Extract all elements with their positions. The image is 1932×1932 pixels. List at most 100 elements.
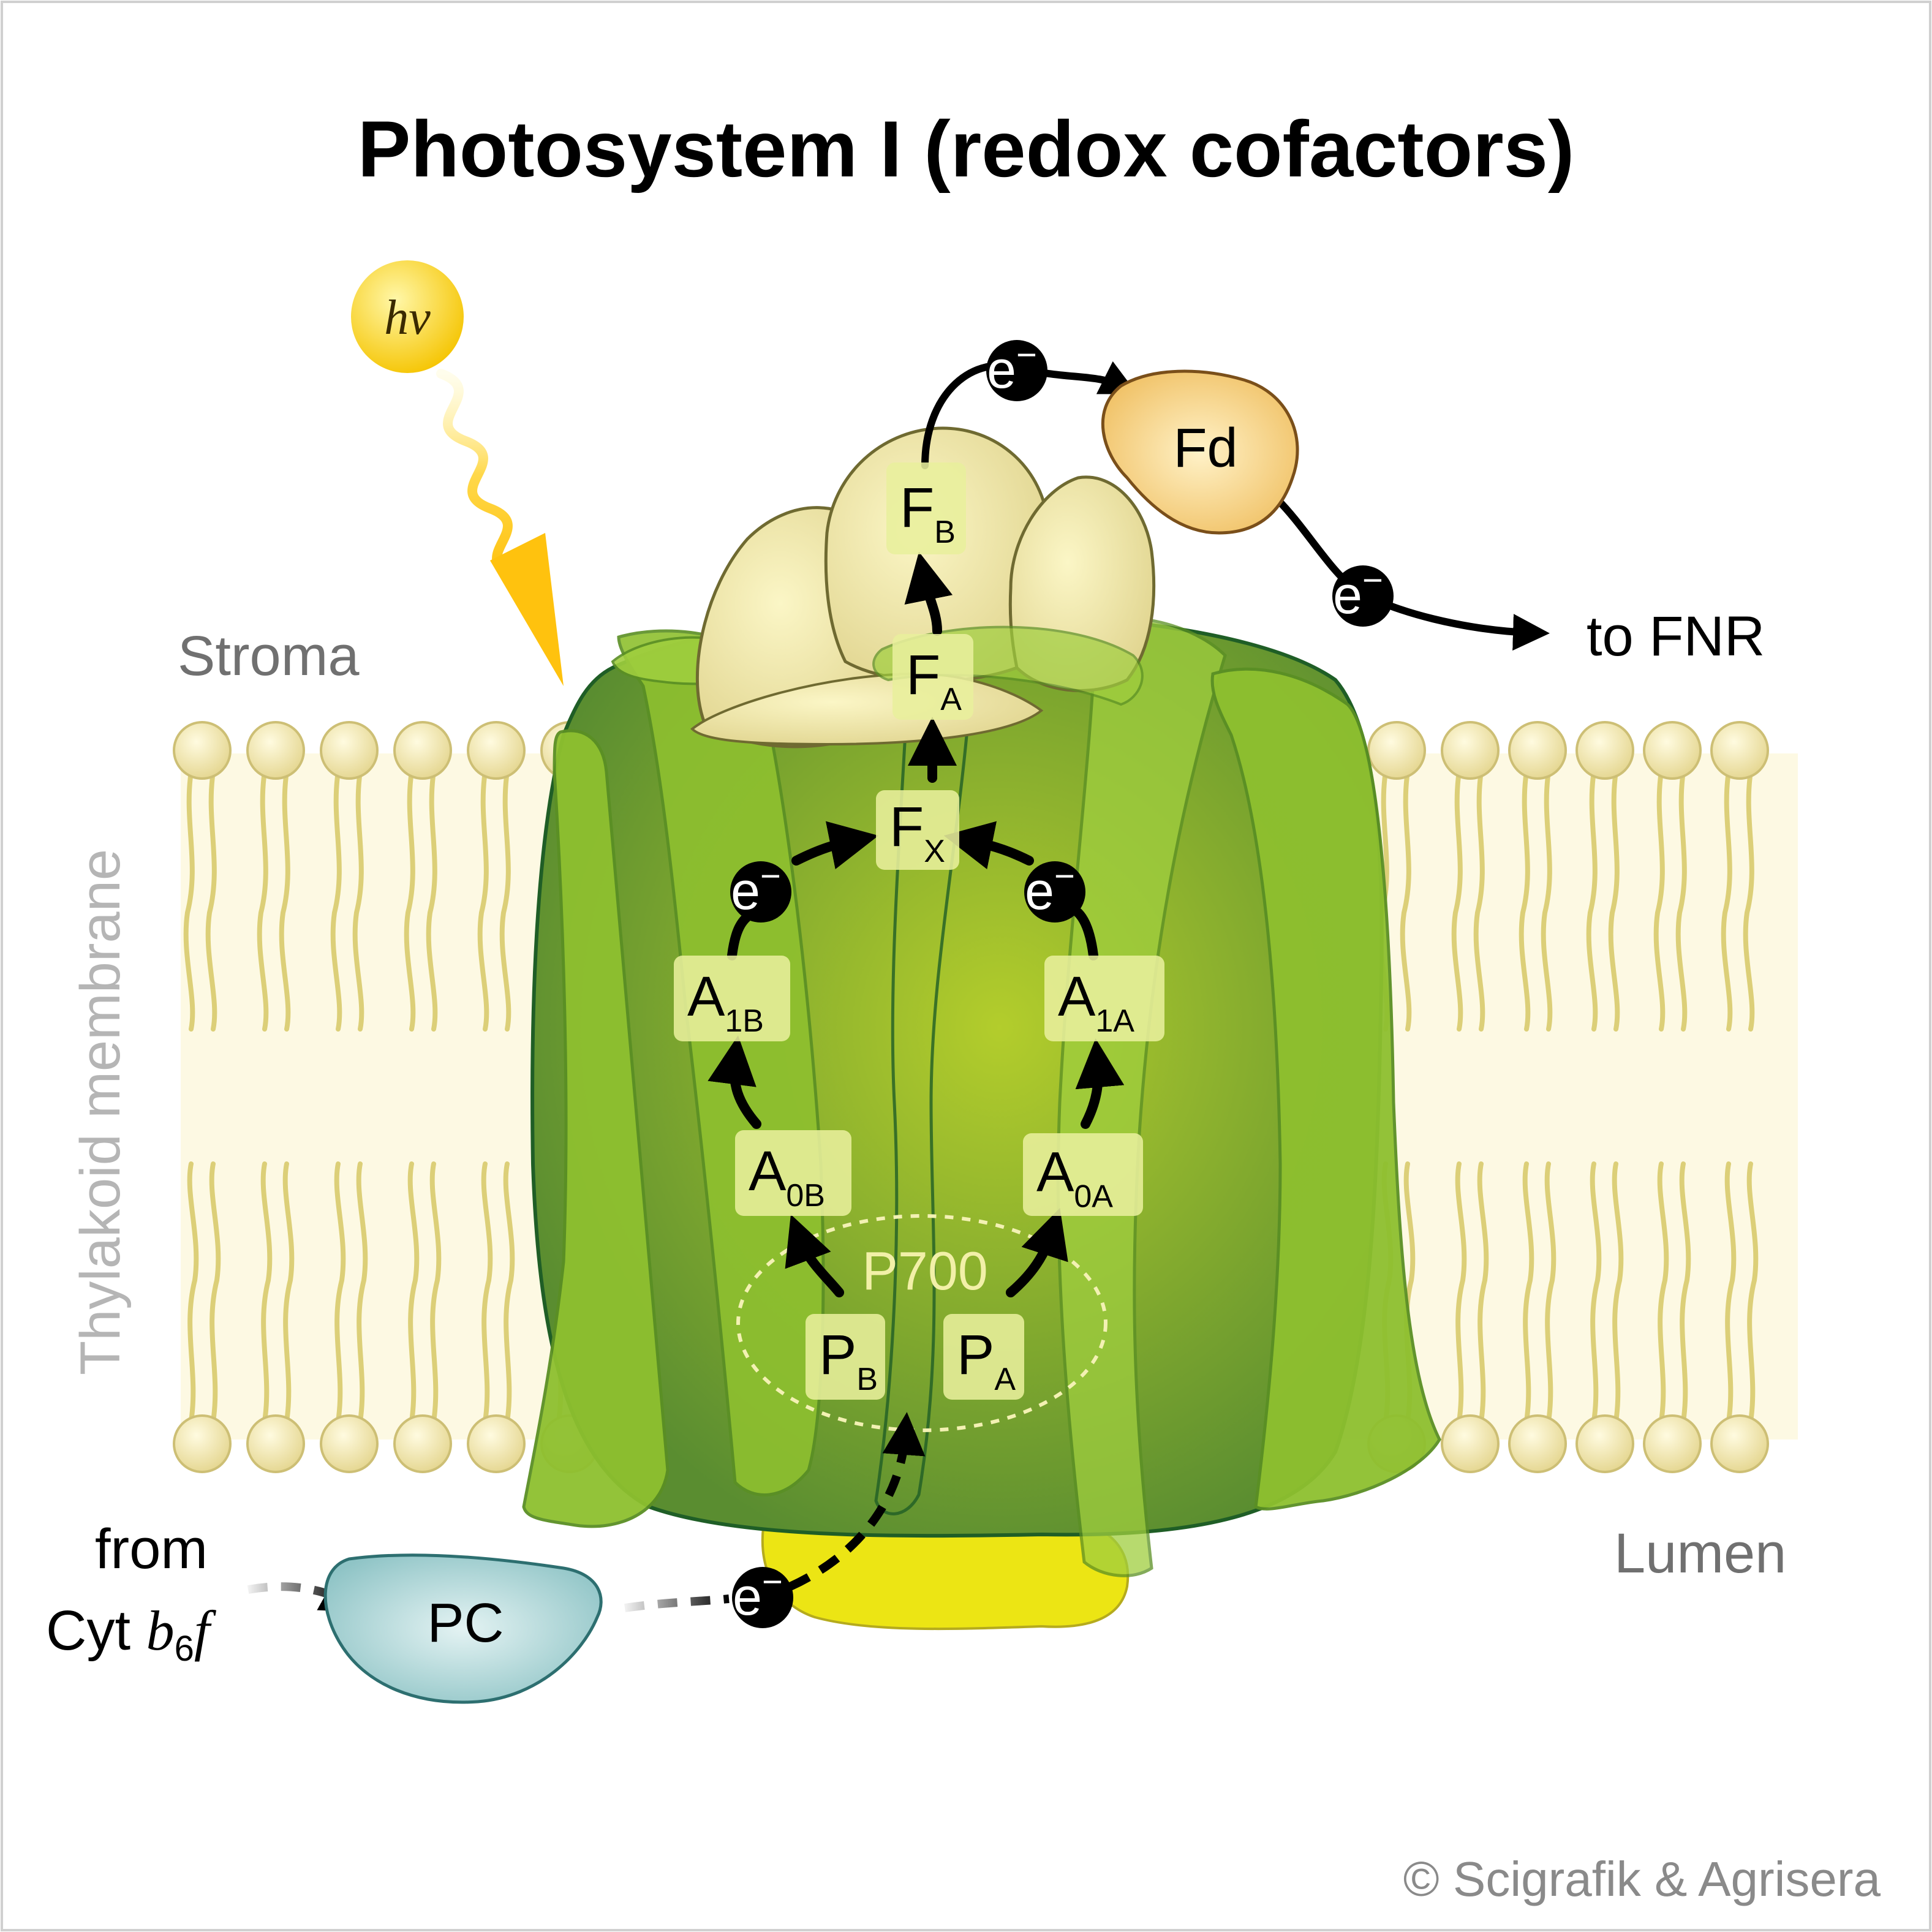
to-fnr-label: to FNR [1587,605,1765,668]
lipid-tail [1657,1161,1669,1424]
lipid-tail [1541,769,1553,1032]
arrow-ea-fx [943,821,1034,870]
helix-left-outer [522,729,670,1528]
lipid-head [1575,721,1634,780]
lipid-tail [477,769,489,1032]
lipid-tail [1590,1161,1602,1424]
lipid-tail [1675,769,1688,1032]
membrane-label: Thylakoid membrane [69,849,132,1375]
arrow-fa-fb [904,551,953,636]
lipid-head [1441,1414,1500,1473]
pc-label: PC [427,1593,504,1654]
cofactor-box [886,462,966,554]
arrow-pb-a0b [785,1214,844,1297]
pc-shape [323,1553,603,1704]
electron-symbol: e− [1025,856,1075,921]
p700-ellipse [736,1214,1108,1432]
cofactor-box [735,1130,851,1216]
ferredoxin: Fd [1101,369,1299,535]
electron-to-fnr: e− [1332,560,1394,627]
cofactor-pb: PB [806,1314,885,1400]
cofactor-box [1044,956,1164,1041]
photon-wave [436,369,519,581]
lipid-tail [1586,769,1598,1032]
cofactor-text: PB [819,1324,878,1397]
electron-badges: e− e− e− e− e− [730,335,1394,1628]
cofactor-text: PA [957,1324,1016,1397]
lipid-tail [499,769,511,1032]
electron-symbol: e− [987,335,1037,399]
lipid-tail [205,769,217,1032]
electron-b-branch: e− [730,856,791,923]
lipid-head [320,721,379,780]
helix-right-outer [1210,667,1441,1511]
lipid-head [246,1414,305,1473]
electron-symbol: e− [731,856,781,921]
lipid-head [467,721,526,780]
lipid-tail [279,769,291,1032]
cofactor-text: FX [889,796,945,869]
cofactor-box [674,956,790,1041]
lipid-head [173,1414,232,1473]
plastocyanin: PC [323,1553,603,1704]
cofactor-fb: FB [886,462,966,554]
lipid-head [1575,1414,1634,1473]
cofactor-a0a: A0A [1023,1133,1143,1216]
cofactor-text: FA [906,644,962,717]
lipid-head [246,721,305,780]
arrow-e-p700 [788,1412,926,1591]
lipid-head [1643,1414,1702,1473]
lipid-tail [1608,769,1620,1032]
lipid-head [393,1414,452,1473]
electron-circle [1332,565,1394,627]
lipid-head [320,1414,379,1473]
lipid-tail [1455,1161,1467,1424]
lipid-head [1643,721,1702,780]
from-label: from [95,1518,208,1580]
photon-sun [351,260,464,373]
electron-a-branch: e− [1024,856,1085,923]
arrow-a0b-a1b [708,1035,761,1129]
photon-label: hν [384,291,431,345]
lipid-tail [1400,769,1412,1032]
lipid-tail [1746,1161,1759,1424]
electron-to-fd: e− [986,335,1047,401]
lipid-tail [426,769,438,1032]
lipid-head [467,1414,526,1473]
cofactor-box [892,634,973,720]
lipid-tail [1519,769,1531,1032]
electron-symbol: e− [733,1562,783,1626]
cofactor-text: A0B [749,1140,825,1213]
lipid-head [1710,721,1769,780]
lipid-tail [330,769,342,1032]
lipid-head [173,721,232,780]
lipid-tail [407,1161,420,1424]
p700-label: P700 [862,1240,988,1301]
electron-circle [986,340,1047,401]
photon: hν [351,260,564,686]
lipid-tail [1724,1161,1737,1424]
cofactor-text: A1A [1058,965,1134,1039]
cofactor-a1a: A1A [1044,956,1164,1041]
lipid-head [1441,721,1500,780]
lipid-tail [260,1161,273,1424]
lipid-tail [1473,769,1485,1032]
lipid-head [393,721,452,780]
arrow-cyt-pc [247,1572,365,1612]
cofactor-text: FB [900,477,956,550]
lipid-tail [183,769,195,1032]
electron-circle [732,1567,793,1628]
lipid-tail [1544,1161,1557,1424]
stroma-label: Stroma [178,625,360,687]
lipid-tail [282,1161,295,1424]
cofactor-a0b: A0B [735,1130,851,1216]
lipid-tail [1679,1161,1691,1424]
lipid-head [1367,721,1426,780]
photon-arrowhead [490,533,564,686]
arrow-pc-e [624,1594,730,1612]
arrow-eb-fx [791,821,879,870]
lipid-head [1710,1414,1769,1473]
arrow-a0a-a1a [1075,1038,1125,1129]
